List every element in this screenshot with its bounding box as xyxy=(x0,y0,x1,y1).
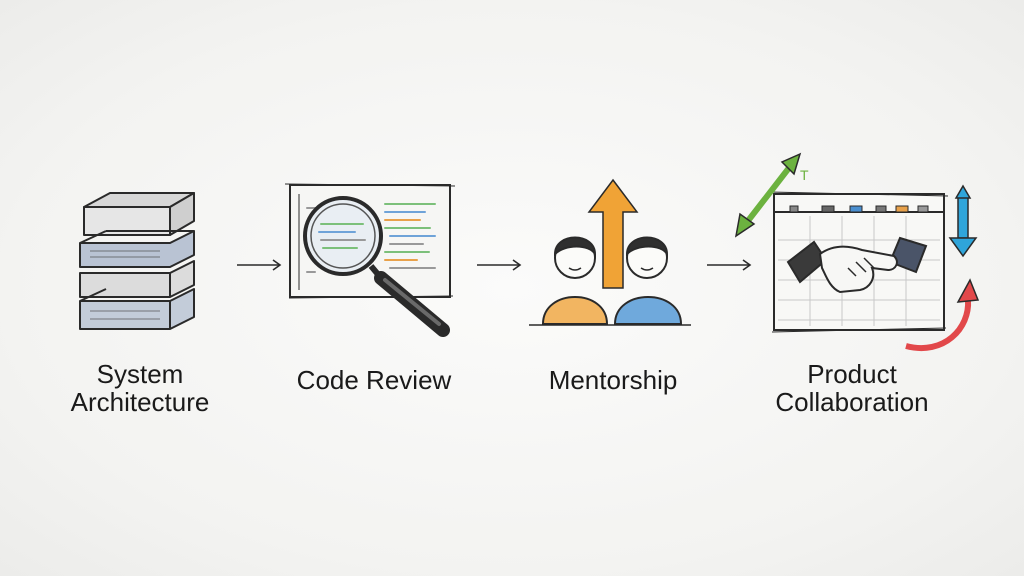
magnifying-glass-code-icon xyxy=(284,183,456,337)
stage-label-system-architecture: System Architecture xyxy=(70,359,210,417)
server-stack-icon xyxy=(79,192,195,330)
flow-arrow-icon xyxy=(237,259,282,271)
flow-arrow-icon xyxy=(707,259,752,271)
stage-label-mentorship: Mentorship xyxy=(548,365,678,395)
stage-label-code-review: Code Review xyxy=(296,365,452,395)
handshake-window-icon: T xyxy=(734,152,980,351)
flow-arrow-icon xyxy=(477,259,522,271)
stage-label-product-collaboration: Product Collaboration xyxy=(775,359,929,417)
green-t-mark: T xyxy=(800,167,809,183)
mentor-people-arrow-icon xyxy=(529,178,691,326)
